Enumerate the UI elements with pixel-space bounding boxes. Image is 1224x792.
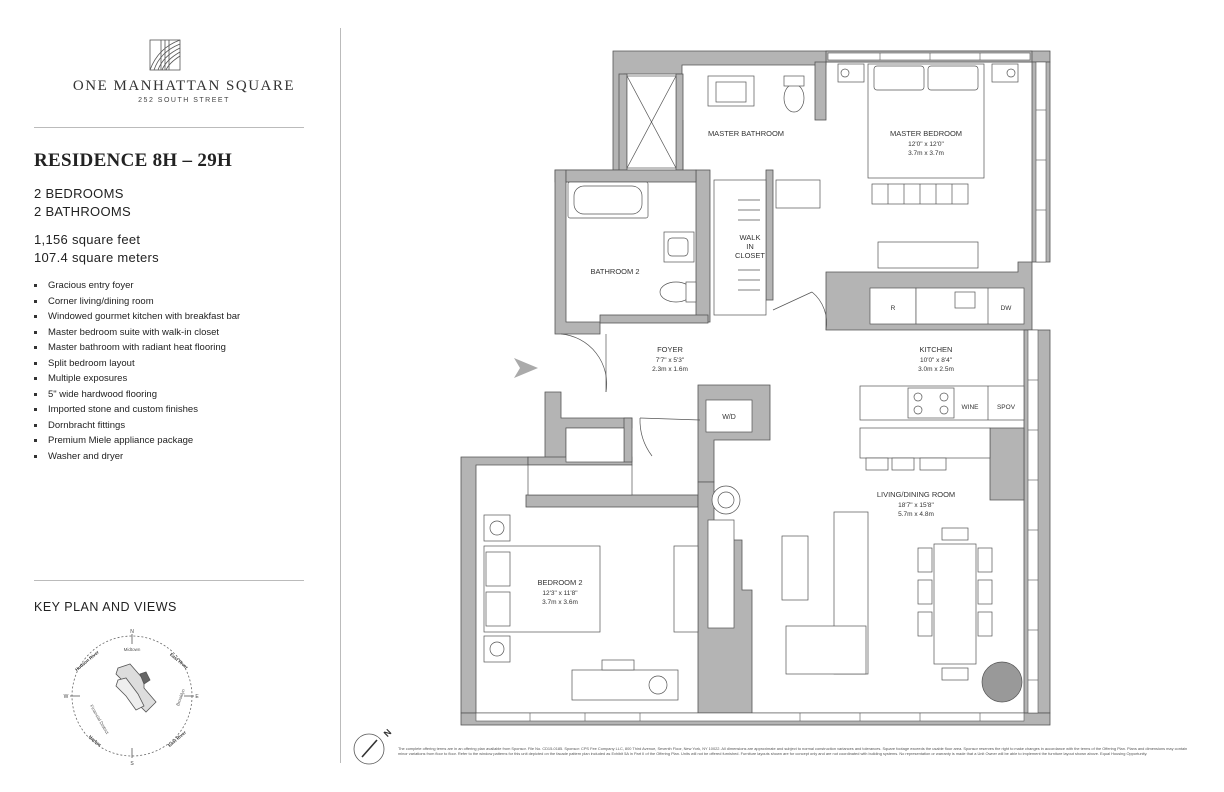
bullet-icon <box>34 408 37 411</box>
label-master-bathroom: MASTER BATHROOM <box>708 129 784 138</box>
bullet-icon <box>34 330 37 334</box>
feature-item: Corner living/dining room <box>34 294 240 310</box>
label-walk: WALK <box>740 233 761 242</box>
feature-item: Master bathroom with radiant heat floori… <box>34 340 240 356</box>
feature-item: Gracious entry foyer <box>34 278 240 294</box>
bullet-icon <box>34 423 37 427</box>
label-master-bedroom-ft: 12'0" x 12'0" <box>908 141 944 148</box>
fixtures <box>483 63 1025 703</box>
compass-n: N <box>130 629 134 635</box>
doors <box>560 291 827 457</box>
brand-name: ONE MANHATTAN SQUARE <box>72 78 296 94</box>
label-east-river-top: East River <box>169 652 189 670</box>
bullet-icon <box>34 439 37 442</box>
feature-item: Imported stone and custom finishes <box>34 402 240 418</box>
label-harbor: Harbor <box>88 734 103 747</box>
label-financial: Financial District <box>89 704 110 736</box>
bullet-icon <box>34 377 37 380</box>
feature-item: Premium Miele appliance package <box>34 433 240 449</box>
compass-s: S <box>130 761 134 767</box>
feature-item: Split bedroom layout <box>34 356 240 372</box>
bullet-icon <box>34 284 37 287</box>
floor-plan: MASTER BATHROOM MASTER BEDROOM 12'0" x 1… <box>460 50 1051 726</box>
label-living-m: 5.7m x 4.8m <box>898 511 934 518</box>
label-foyer-ft: 7'7" x 5'3" <box>656 357 685 364</box>
mullions <box>529 53 1046 721</box>
bedrooms-count: 2 BEDROOMS <box>34 186 124 201</box>
north-arrow-icon: N <box>353 728 394 765</box>
disclaimer: The complete offering terms are in an of… <box>398 746 1188 756</box>
divider-top <box>34 127 304 128</box>
compass-e: E <box>195 694 199 700</box>
label-living-ft: 18'7" x 15'8" <box>898 502 934 509</box>
label-midtown: Midtown <box>124 647 141 652</box>
feature-item: Dornbracht fittings <box>34 418 240 434</box>
bullet-icon <box>34 299 37 303</box>
label-kitchen-ft: 10'0" x 8'4" <box>920 357 953 364</box>
feature-item: Windowed gourmet kitchen with breakfast … <box>34 309 240 325</box>
label-master-bedroom: MASTER BEDROOM <box>890 129 962 138</box>
label-wd: W/D <box>722 414 736 421</box>
compass-w: W <box>64 694 69 700</box>
key-plan-compass: N S W E Midtown Hudson River East River … <box>64 629 200 767</box>
feature-item: 5" wide hardwood flooring <box>34 387 240 403</box>
square-meters: 107.4 square meters <box>34 250 159 265</box>
label-east-river-bottom: East River <box>167 730 187 748</box>
label-brooklyn: Brooklyn <box>175 688 186 707</box>
label-closet: CLOSET <box>735 251 765 260</box>
label-in: IN <box>746 242 754 251</box>
label-fridge: R <box>891 305 896 312</box>
feature-item: Multiple exposures <box>34 371 240 387</box>
label-bedroom2: BEDROOM 2 <box>537 578 582 587</box>
feature-item: Washer and dryer <box>34 449 240 465</box>
label-spov: SPOV <box>997 404 1016 411</box>
label-bathroom2: BATHROOM 2 <box>590 267 639 276</box>
label-living: LIVING/DINING ROOM <box>877 490 955 499</box>
label-kitchen-m: 3.0m x 2.5m <box>918 366 954 373</box>
label-foyer-m: 2.3m x 1.6m <box>652 366 688 373</box>
bullet-icon <box>34 315 37 318</box>
label-kitchen: KITCHEN <box>920 345 953 354</box>
north-label: N <box>382 728 394 739</box>
bullet-icon <box>34 454 37 458</box>
entry-arrow-icon <box>514 358 538 378</box>
label-wine: WINE <box>962 404 980 411</box>
divider-bottom <box>34 580 304 581</box>
sidebar: ONE MANHATTAN SQUARE 252 SOUTH STREET RE… <box>0 0 340 792</box>
room-labels: MASTER BATHROOM MASTER BEDROOM 12'0" x 1… <box>537 129 1015 606</box>
bullet-icon <box>34 361 37 365</box>
label-dishwasher: DW <box>1001 305 1013 312</box>
label-foyer: FOYER <box>657 345 683 354</box>
feature-item: Master bedroom suite with walk-in closet <box>34 325 240 341</box>
key-plan-title: KEY PLAN AND VIEWS <box>34 600 177 614</box>
brand-address: 252 SOUTH STREET <box>138 97 230 104</box>
residence-title: RESIDENCE 8H – 29H <box>34 150 233 171</box>
feature-list: Gracious entry foyer Corner living/dinin… <box>34 278 240 464</box>
square-feet: 1,156 square feet <box>34 232 141 247</box>
bathrooms-count: 2 BATHROOMS <box>34 204 131 219</box>
label-hudson: Hudson River <box>74 649 100 672</box>
label-master-bedroom-m: 3.7m x 3.7m <box>908 150 944 157</box>
label-bedroom2-m: 3.7m x 3.6m <box>542 599 578 606</box>
vertical-divider <box>340 28 341 763</box>
bullet-icon <box>34 346 37 349</box>
bullet-icon <box>34 392 37 396</box>
building-footprint <box>115 663 157 713</box>
glazing <box>475 52 1047 722</box>
logo-icon <box>149 39 181 71</box>
label-bedroom2-ft: 12'3" x 11'8" <box>542 590 578 597</box>
